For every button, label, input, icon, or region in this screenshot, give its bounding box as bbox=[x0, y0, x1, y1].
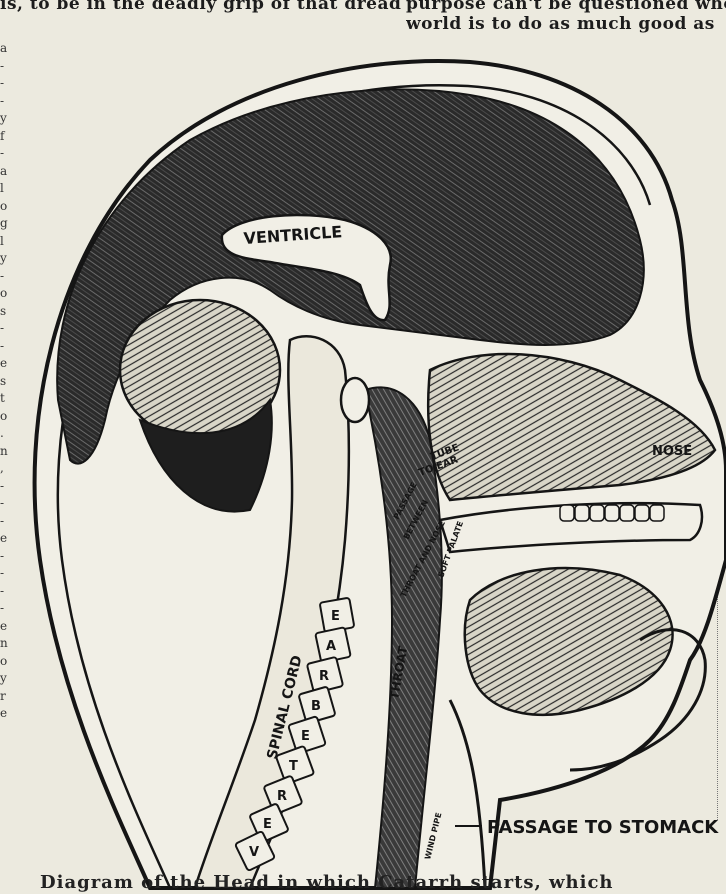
vertebra-letter: V bbox=[249, 845, 259, 860]
label-passage-to-stomach: PASSAGE TO STOMACK bbox=[487, 817, 719, 838]
upper-teeth bbox=[560, 505, 664, 521]
ear-canal bbox=[341, 378, 369, 422]
vertebra-letter: B bbox=[311, 699, 321, 714]
label-nose: NOSE bbox=[652, 444, 692, 459]
vertebra-letter: E bbox=[331, 609, 340, 624]
vertebra-letter: E bbox=[301, 729, 310, 744]
vertebra-letter: T bbox=[289, 759, 298, 774]
vertebra-letter: E bbox=[263, 817, 272, 832]
vertebra-letter: A bbox=[326, 639, 336, 654]
vertebra-letter: R bbox=[319, 669, 329, 684]
vertebra-letter: R bbox=[277, 789, 287, 804]
